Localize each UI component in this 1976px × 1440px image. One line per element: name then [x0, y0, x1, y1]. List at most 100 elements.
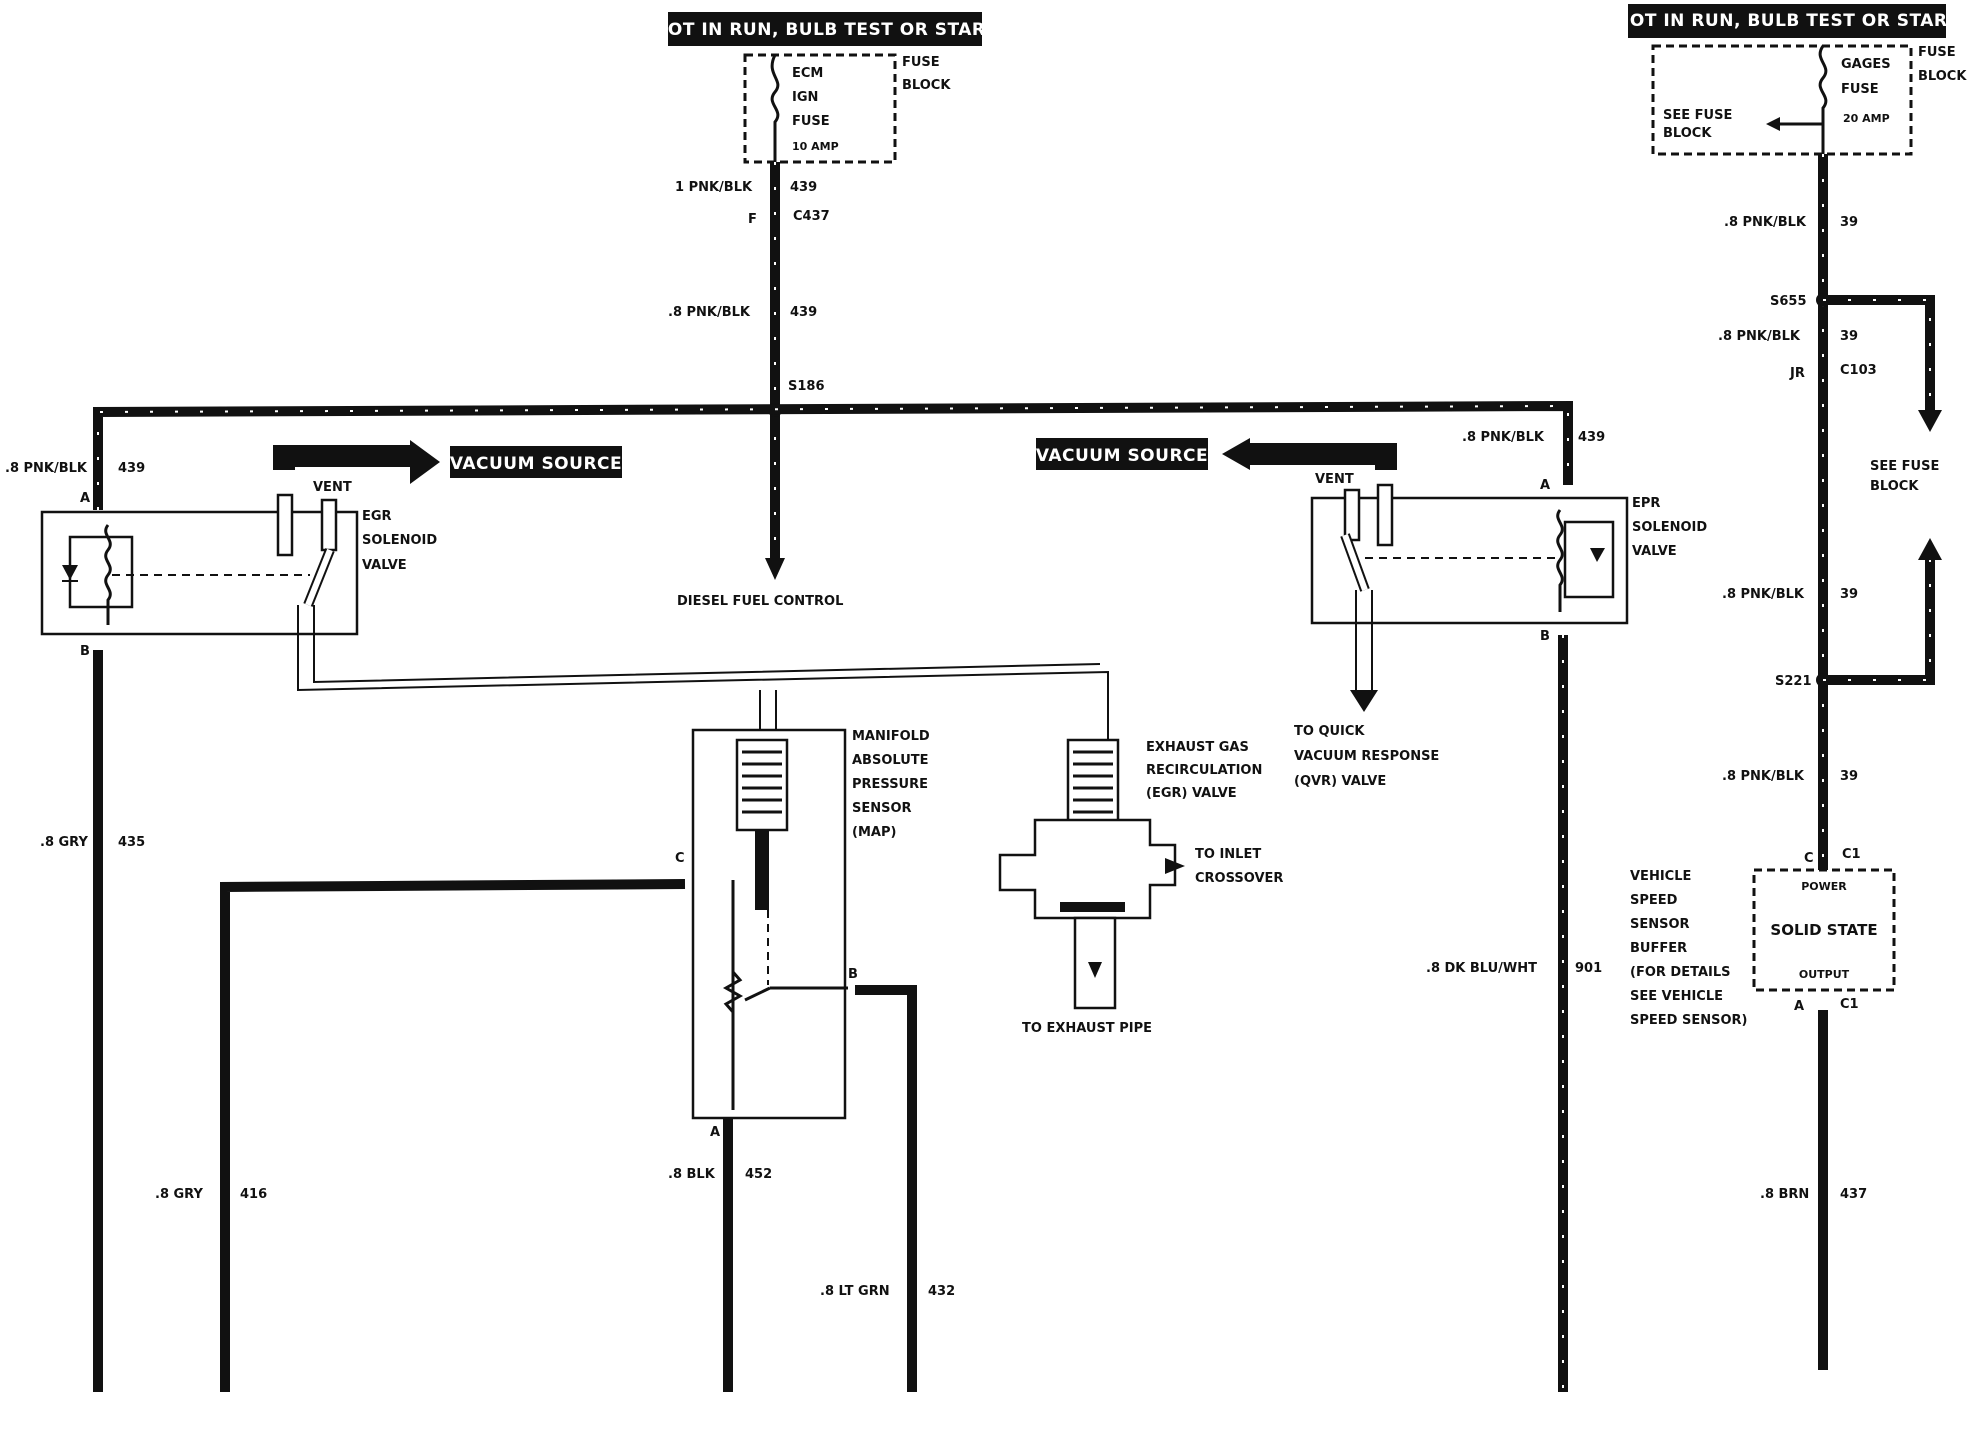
wire-439-bus [93, 400, 1573, 510]
w432-gauge: .8 LT GRN [820, 1284, 890, 1299]
w416-circuit: 416 [240, 1187, 267, 1202]
map-sensor: C B A MANIFOLD ABSOLUTE PRESSURE SENSOR … [675, 728, 930, 1140]
c103-connector: C103 [1840, 363, 1877, 378]
s186-label: S186 [788, 379, 825, 394]
qvr-1: TO QUICK [1294, 724, 1365, 739]
w439-left-circuit: 439 [118, 461, 145, 476]
map-pin-b: B [848, 967, 858, 982]
map-label-1: MANIFOLD [852, 729, 930, 744]
egr-valve-spring-icon [1073, 750, 1113, 814]
egr-exhaust: TO EXHAUST PIPE [1022, 1021, 1152, 1036]
fuse-line-1: ECM [792, 66, 823, 81]
epr-label-1: EPR [1632, 496, 1660, 511]
w39-a-gauge: .8 PNK/BLK [1724, 215, 1807, 230]
solenoid-coil-icon [104, 524, 112, 625]
exhaust-arrow-icon [1088, 962, 1102, 978]
epr-pin-b: B [1540, 629, 1550, 644]
egr-pin-a: A [80, 491, 90, 506]
gages-line-2: FUSE [1841, 82, 1879, 97]
map-label-4: SENSOR [852, 801, 912, 816]
w439-top-gauge: 1 PNK/BLK [675, 180, 753, 195]
right-header-text: HOT IN RUN, BULB TEST OR START [1615, 11, 1959, 31]
w39-b-gauge: .8 PNK/BLK [1718, 329, 1801, 344]
vss-label-2: SPEED [1630, 893, 1678, 908]
fuse-amp: 10 AMP [792, 140, 839, 153]
vss-label-4: BUFFER [1630, 941, 1687, 956]
branch-down-arrow-icon [1918, 410, 1942, 432]
diode-icon [62, 565, 78, 580]
w39-b-circuit: 39 [1840, 329, 1858, 344]
left-fuse-block: ECM IGN FUSE 10 AMP FUSE BLOCK [743, 53, 951, 164]
w439-right-circuit: 439 [1578, 430, 1605, 445]
egr-vent: VENT [313, 480, 352, 495]
map-pin-a: A [710, 1125, 720, 1140]
w435-gauge: .8 GRY [40, 835, 88, 850]
qvr-3: (QVR) VALVE [1294, 774, 1386, 789]
w432-circuit: 432 [928, 1284, 955, 1299]
fuse-line-2: IGN [792, 90, 818, 105]
see-fuse-right-2: BLOCK [1870, 479, 1919, 494]
epr-vent: VENT [1315, 472, 1354, 487]
epr-coil-icon [1556, 509, 1564, 612]
gages-fuse-icon [1818, 45, 1828, 154]
wire-416 [220, 879, 686, 1392]
w39-c-gauge: .8 PNK/BLK [1722, 587, 1805, 602]
map-pin-c: C [675, 851, 685, 866]
fuse-block-label-1: FUSE [902, 55, 940, 70]
fuse-block-label-2: BLOCK [902, 78, 951, 93]
fuse-element-icon [770, 54, 780, 162]
s221-label: S221 [1775, 674, 1812, 689]
epr-diode-icon [1590, 548, 1605, 562]
map-spring-icon [742, 750, 782, 814]
egr-valve-label-2: RECIRCULATION [1146, 763, 1262, 778]
qvr-hose [1355, 590, 1373, 690]
epr-solenoid-valve: .8 PNK/BLK 439 A B VACUUM SOURCE VENT TO… [1036, 430, 1707, 789]
vacuum-hose-outer [297, 605, 1109, 740]
egr-inlet-1: TO INLET [1195, 847, 1261, 862]
w439-top-circuit: 439 [790, 180, 817, 195]
right-block-label-1: FUSE [1918, 45, 1956, 60]
map-label-3: PRESSURE [852, 777, 928, 792]
see-fuse-right-1: SEE FUSE [1870, 459, 1939, 474]
vss-top-conn: C1 [1842, 847, 1861, 862]
w437-gauge: .8 BRN [1760, 1187, 1809, 1202]
vss-output: OUTPUT [1799, 968, 1850, 981]
map-label-5: (MAP) [852, 825, 896, 840]
c437-pin: F [748, 212, 757, 227]
vss-top-pin: C [1804, 851, 1814, 866]
left-header-text: HOT IN RUN, BULB TEST OR START [653, 20, 997, 40]
vss-label-1: VEHICLE [1630, 869, 1691, 884]
map-resistor-icon [722, 971, 744, 1013]
fuse-line-3: FUSE [792, 114, 830, 129]
see-fuse-1: SEE FUSE [1663, 108, 1732, 123]
w39-c-circuit: 39 [1840, 587, 1858, 602]
vss-label-5: (FOR DETAILS [1630, 965, 1730, 980]
epr-label-3: VALVE [1632, 544, 1677, 559]
wire-432 [855, 985, 917, 1392]
vss-solid-state: SOLID STATE [1770, 921, 1877, 939]
egr-vacuum-label: VACUUM SOURCE [450, 454, 622, 474]
vss-label-3: SENSOR [1630, 917, 1690, 932]
vss-buffer: C C1 POWER SOLID STATE OUTPUT A C1 VEHIC… [1630, 847, 1896, 1028]
vacuum-line-epr [1250, 443, 1397, 470]
w452-gauge: .8 BLK [668, 1167, 716, 1182]
gages-amp: 20 AMP [1843, 112, 1890, 125]
egr-valve-label-1: EXHAUST GAS [1146, 740, 1249, 755]
see-fuse-2: BLOCK [1663, 126, 1712, 141]
s655-label: S655 [1770, 294, 1807, 309]
branch-up-arrow-icon [1918, 538, 1942, 560]
vss-bot-pin: A [1794, 999, 1804, 1014]
egr-valve: EXHAUST GAS RECIRCULATION (EGR) VALVE TO… [998, 738, 1283, 1036]
right-block-label-2: BLOCK [1918, 69, 1967, 84]
vss-label-6: SEE VEHICLE [1630, 989, 1723, 1004]
w439-right-gauge: .8 PNK/BLK [1462, 430, 1545, 445]
w437-circuit: 437 [1840, 1187, 1867, 1202]
right-header: HOT IN RUN, BULB TEST OR START [1615, 4, 1959, 38]
arrow-down-icon [765, 558, 785, 580]
egr-pin-b: B [80, 644, 90, 659]
vss-bot-conn: C1 [1840, 997, 1859, 1012]
w39-a-circuit: 39 [1840, 215, 1858, 230]
w439-mid-circuit: 439 [790, 305, 817, 320]
w435-circuit: 435 [118, 835, 145, 850]
qvr-arrow-icon [1350, 690, 1378, 712]
